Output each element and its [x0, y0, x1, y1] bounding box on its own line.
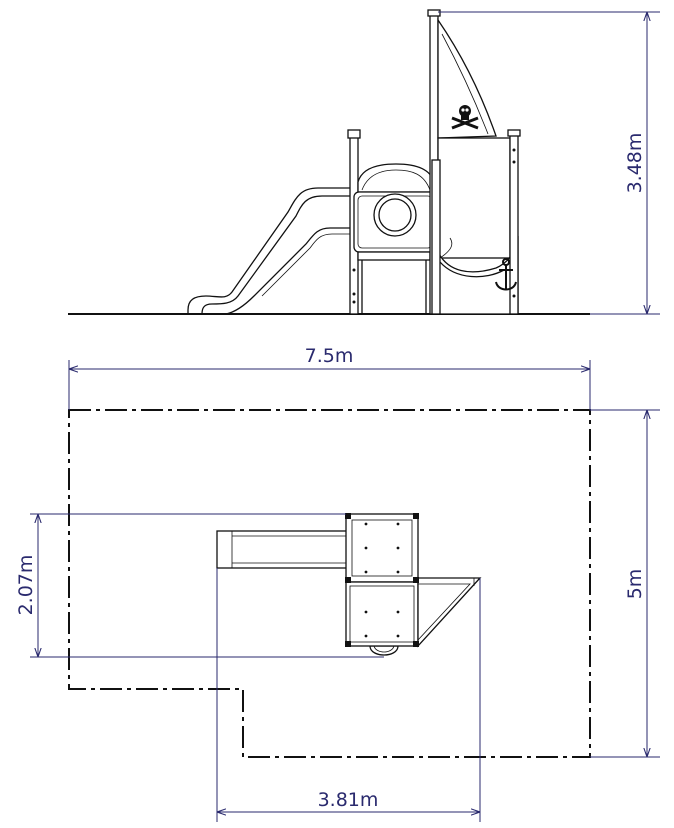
bolt-marks: [352, 148, 516, 304]
structure-width-label: 3.81m: [318, 789, 379, 811]
depth-label: 5m: [624, 569, 646, 600]
plan-bolts: [364, 522, 400, 638]
tower-posts-right: [431, 129, 521, 315]
deck-upper: [345, 513, 419, 583]
anchor-icon: [495, 258, 517, 291]
plan-view: 7.5m 5m 2.07m 3.81m: [15, 345, 660, 822]
structure-depth-dimension: 2.07m: [15, 513, 384, 658]
post-markers: [345, 513, 419, 647]
skull-crossbones-icon: [451, 105, 479, 130]
deck-lower: [345, 581, 419, 647]
sail: [437, 17, 497, 139]
porthole-window: [373, 193, 417, 237]
ship-bow-plan: [417, 577, 482, 648]
height-dimension: 3.48m: [438, 11, 660, 315]
height-label: 3.48m: [624, 133, 646, 194]
depth-dimension: 5m: [590, 409, 660, 758]
side-elevation: 3.48m: [68, 9, 660, 315]
width-label: 7.5m: [305, 345, 354, 367]
structure-width-dimension: 3.81m: [216, 568, 481, 822]
porthole-panel: [353, 191, 437, 253]
safety-zone-boundary: [68, 409, 591, 758]
width-dimension: 7.5m: [68, 345, 591, 410]
slide: [187, 187, 350, 315]
structure-depth-label: 2.07m: [15, 555, 37, 616]
slide-plan: [216, 530, 351, 569]
